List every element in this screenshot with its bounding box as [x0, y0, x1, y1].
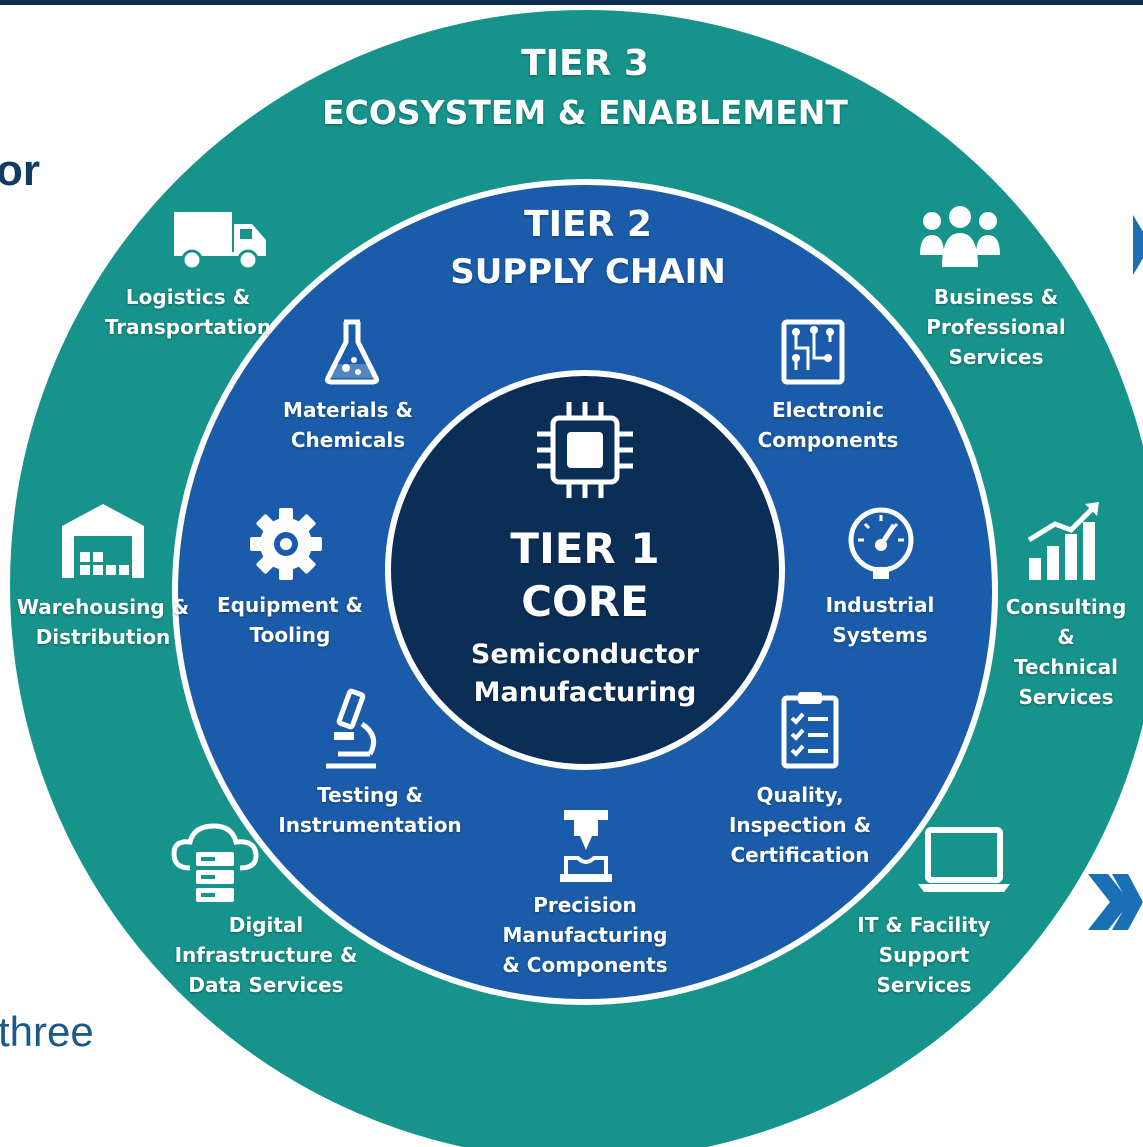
business-professional-label: Business & Professional Services [926, 285, 1066, 369]
gear-icon [250, 508, 322, 580]
tier3-subtitle: ECOSYSTEM & ENABLEMENT [322, 93, 848, 132]
cloud-server-icon [171, 823, 259, 902]
chevron-right-icon [1133, 215, 1143, 275]
slide-top-bar [0, 0, 1143, 5]
industrial-systems-label: Industrial Systems [825, 593, 935, 647]
bar-chart-growth-icon [1027, 502, 1099, 580]
microscope-icon [326, 688, 377, 769]
testing-instrumentation-label: Testing & Instrumentation [278, 783, 462, 837]
warehousing-distribution-label: Warehousing & Distribution [16, 595, 190, 649]
slide-body-fragment: three [0, 1008, 94, 1055]
tier1-title: TIER 1 [510, 524, 660, 573]
tier2-title: TIER 2 [524, 204, 652, 245]
materials-chemicals-label: Materials & Chemicals [283, 398, 413, 452]
digital-infrastructure-label: Digital Infrastructure & Data Services [174, 913, 358, 997]
flask-icon [325, 319, 379, 385]
circuit-board-icon [781, 319, 845, 385]
tier1-description: Semiconductor Manufacturing [470, 639, 700, 708]
quality-inspection-label: Quality, Inspection & Certification [728, 783, 872, 867]
truck-icon [174, 212, 266, 271]
clipboard-checklist-icon [781, 692, 839, 769]
people-group-icon [920, 206, 1000, 267]
it-facility-label: IT & Facility Support Services [857, 913, 991, 997]
electronic-components-label: Electronic Components [757, 398, 899, 452]
warehouse-icon [62, 504, 144, 578]
cnc-machine-icon [560, 810, 612, 882]
precision-manufacturing-label: Precision Manufacturing & Components [502, 893, 668, 977]
double-chevron-right-icon [1088, 874, 1143, 930]
consulting-technical-label: Consulting & Technical Services [1005, 595, 1127, 709]
tier1-subtitle: CORE [521, 577, 649, 626]
gauge-icon [848, 507, 914, 579]
laptop-icon [918, 827, 1010, 892]
slide-title-fragment: or [0, 146, 40, 195]
equipment-tooling-label: Equipment & Tooling [217, 593, 363, 647]
tier2-subtitle: SUPPLY CHAIN [450, 252, 726, 292]
tier1-core [385, 370, 785, 770]
logistics-transportation-label: Logistics & Transportation [104, 285, 272, 339]
tier3-title: TIER 3 [521, 43, 649, 84]
chip-icon [537, 402, 633, 498]
